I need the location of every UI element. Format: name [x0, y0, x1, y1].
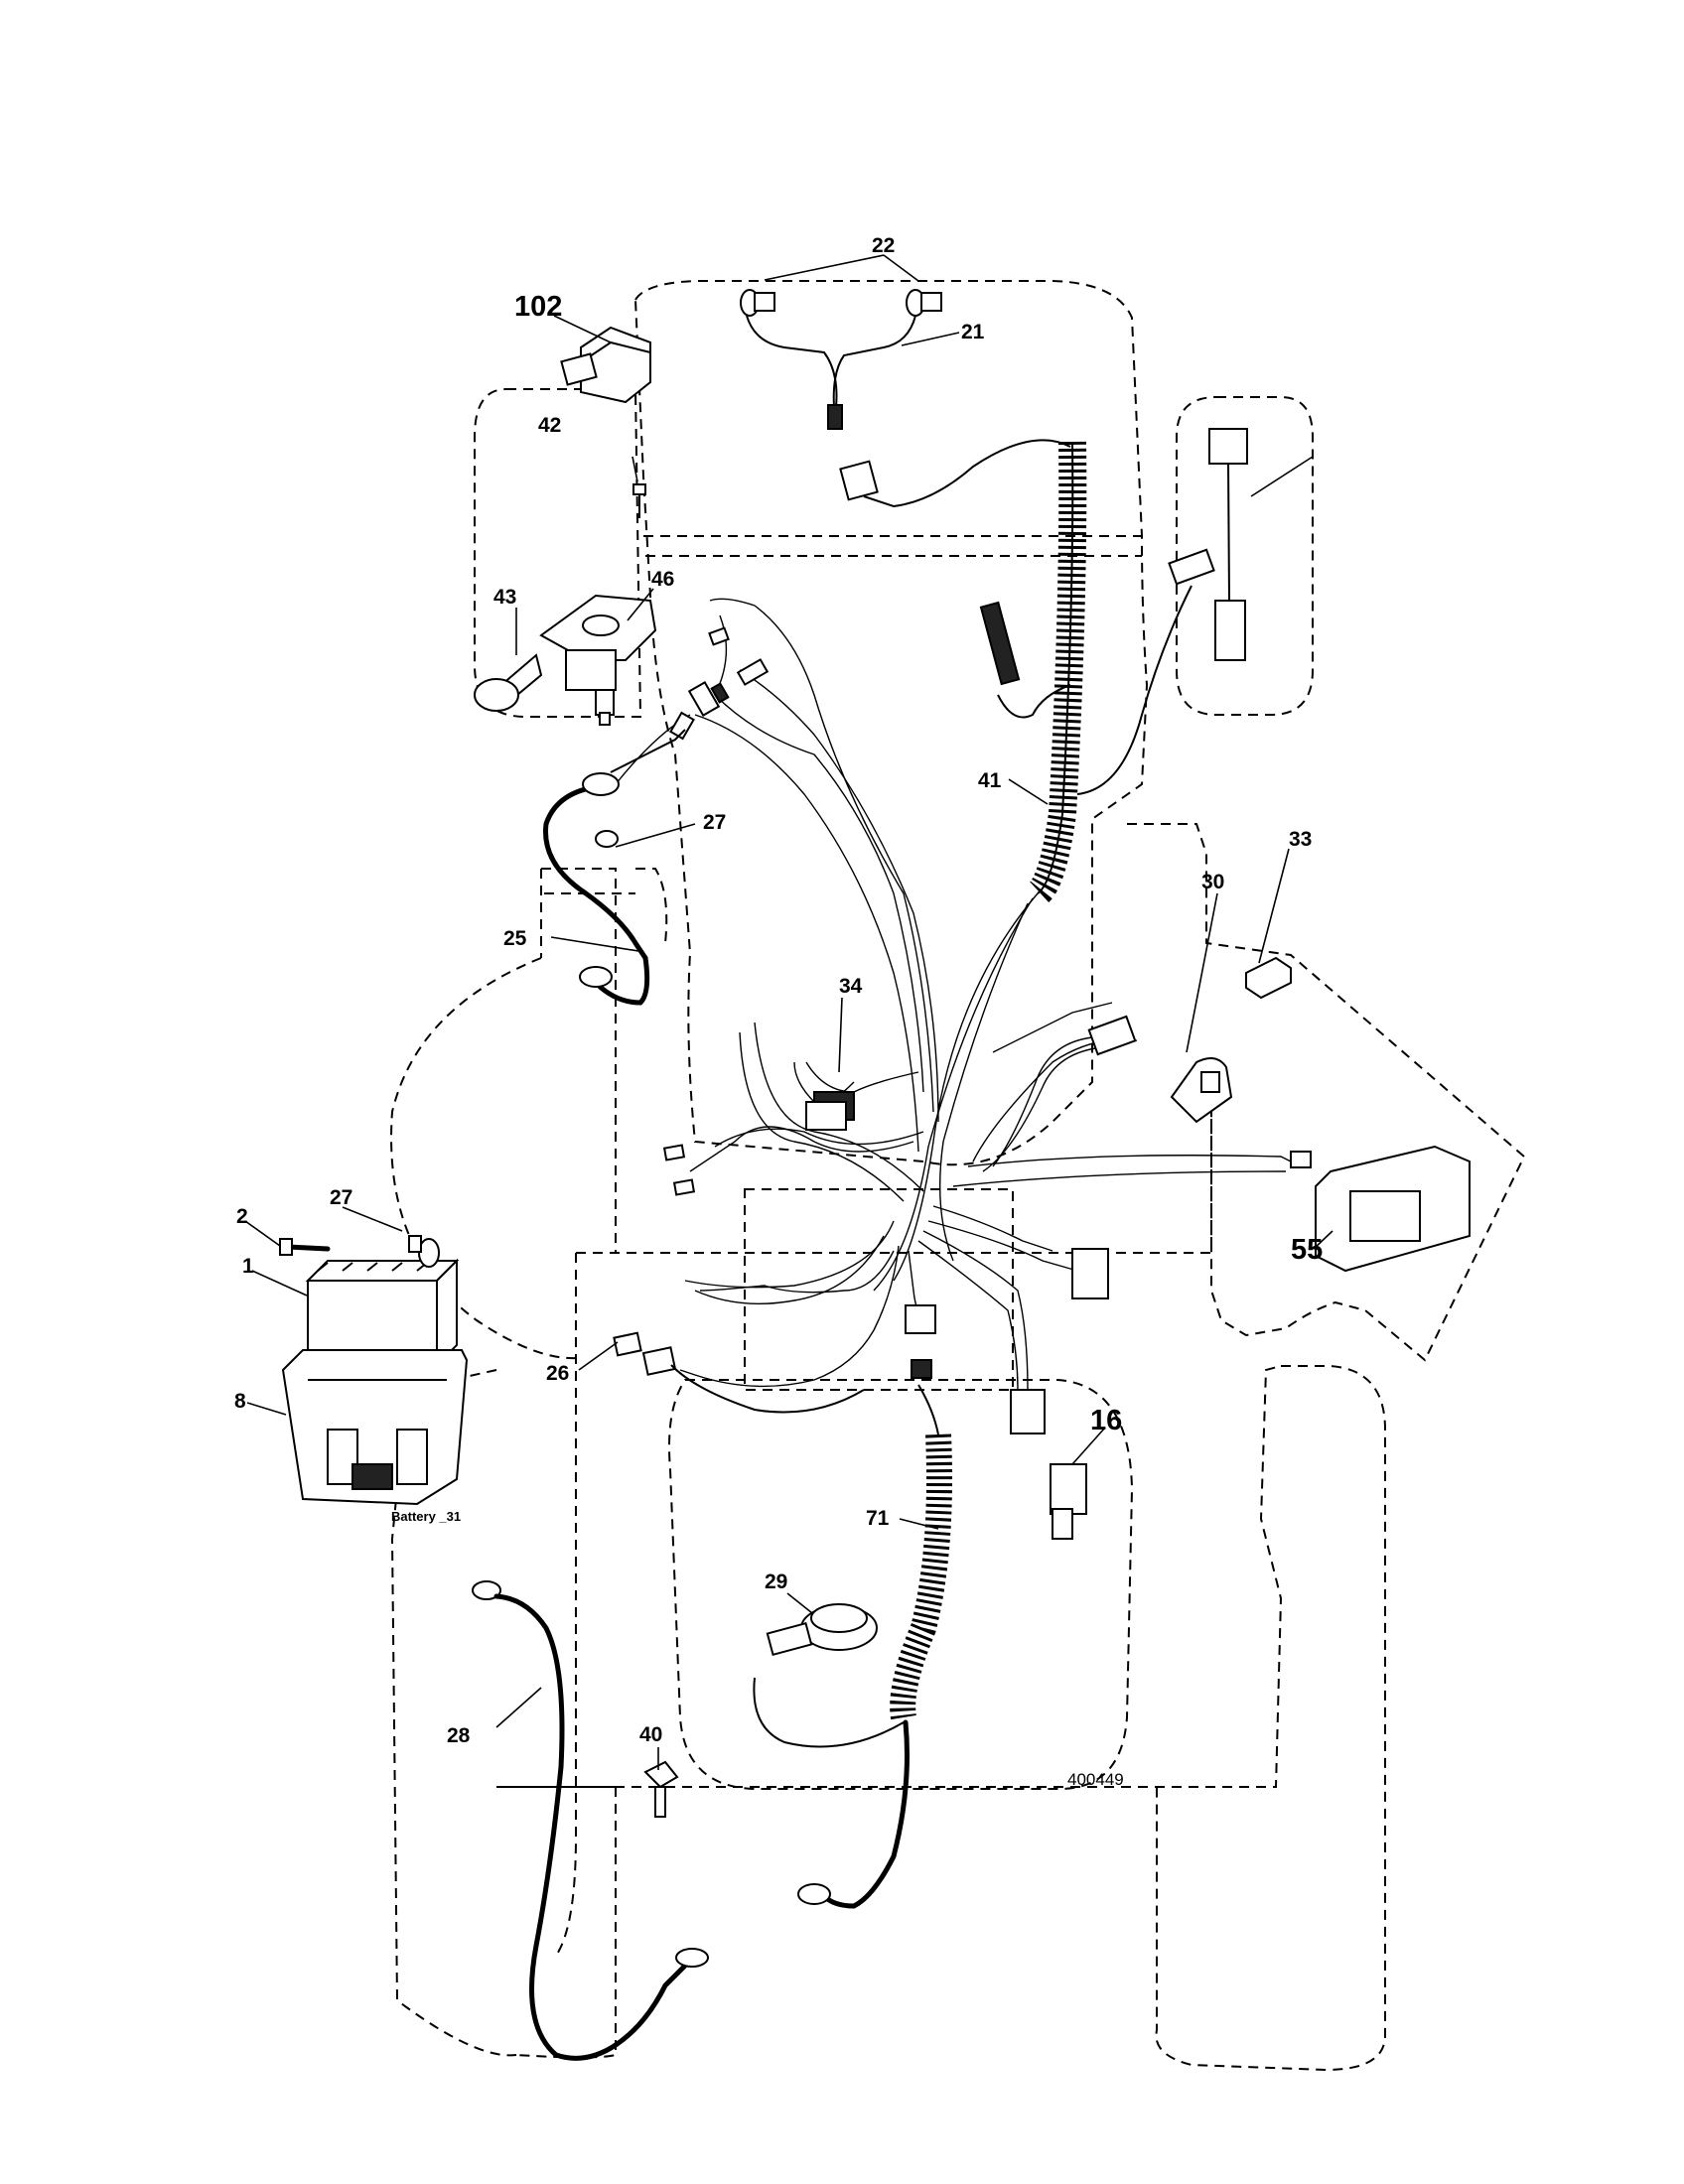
- ground-cable-icon: [543, 729, 686, 1006]
- multi-pin-connector: [1071, 1248, 1109, 1299]
- callout-1: 1: [242, 1255, 254, 1278]
- callout-90: 102: [514, 291, 562, 323]
- callout-26: 26: [546, 1362, 569, 1385]
- callout-41: 42: [538, 414, 561, 437]
- ground-cable-28: [472, 1580, 709, 2061]
- callout-21: 21: [961, 321, 985, 343]
- callout-16: 16: [1090, 1405, 1122, 1436]
- ignition-switch-icon: [474, 326, 657, 726]
- callout-30: 30: [1201, 871, 1224, 893]
- seat-switch-icon: [1245, 956, 1292, 1000]
- wire-bundle: [615, 598, 1292, 1391]
- callout-42: 43: [493, 586, 516, 609]
- main-harness-coil: [839, 439, 1215, 905]
- battery-icon: [279, 1235, 469, 1506]
- light-switch-102: [1208, 428, 1248, 661]
- drawing-number: 400449: [1067, 1770, 1124, 1789]
- fuse-icon: [613, 1331, 865, 1414]
- callout-labels: 102 42 43 46 22 21 41 27 25 33 30 34 55 …: [234, 234, 1323, 1789]
- callout-28: 28: [447, 1724, 471, 1747]
- callout-2: 2: [236, 1205, 248, 1228]
- callout-46: 55: [1291, 1234, 1323, 1266]
- callout-55: 40: [639, 1723, 662, 1746]
- callout-43: 46: [651, 568, 674, 591]
- callout-8: 8: [234, 1390, 246, 1413]
- chassis-outline: [390, 280, 1526, 2072]
- callout-29: 29: [765, 1570, 787, 1593]
- leader-lines: [244, 254, 1333, 1770]
- coiled-harness-icon: [753, 1384, 1087, 1909]
- callout-34: 34: [839, 975, 863, 998]
- callout-27-battery: 27: [330, 1186, 352, 1209]
- callout-71: 71: [866, 1507, 890, 1530]
- callout-25: 25: [503, 927, 527, 950]
- callout-22: 22: [872, 234, 895, 257]
- battery-tag: Battery _31: [391, 1509, 461, 1524]
- switches: [805, 956, 1471, 1273]
- connectors: [662, 626, 1137, 1434]
- callout-27-upper: 27: [703, 811, 726, 834]
- callout-40: 41: [978, 769, 1002, 792]
- headlight-harness: [740, 289, 942, 430]
- callout-33: 33: [1289, 828, 1312, 851]
